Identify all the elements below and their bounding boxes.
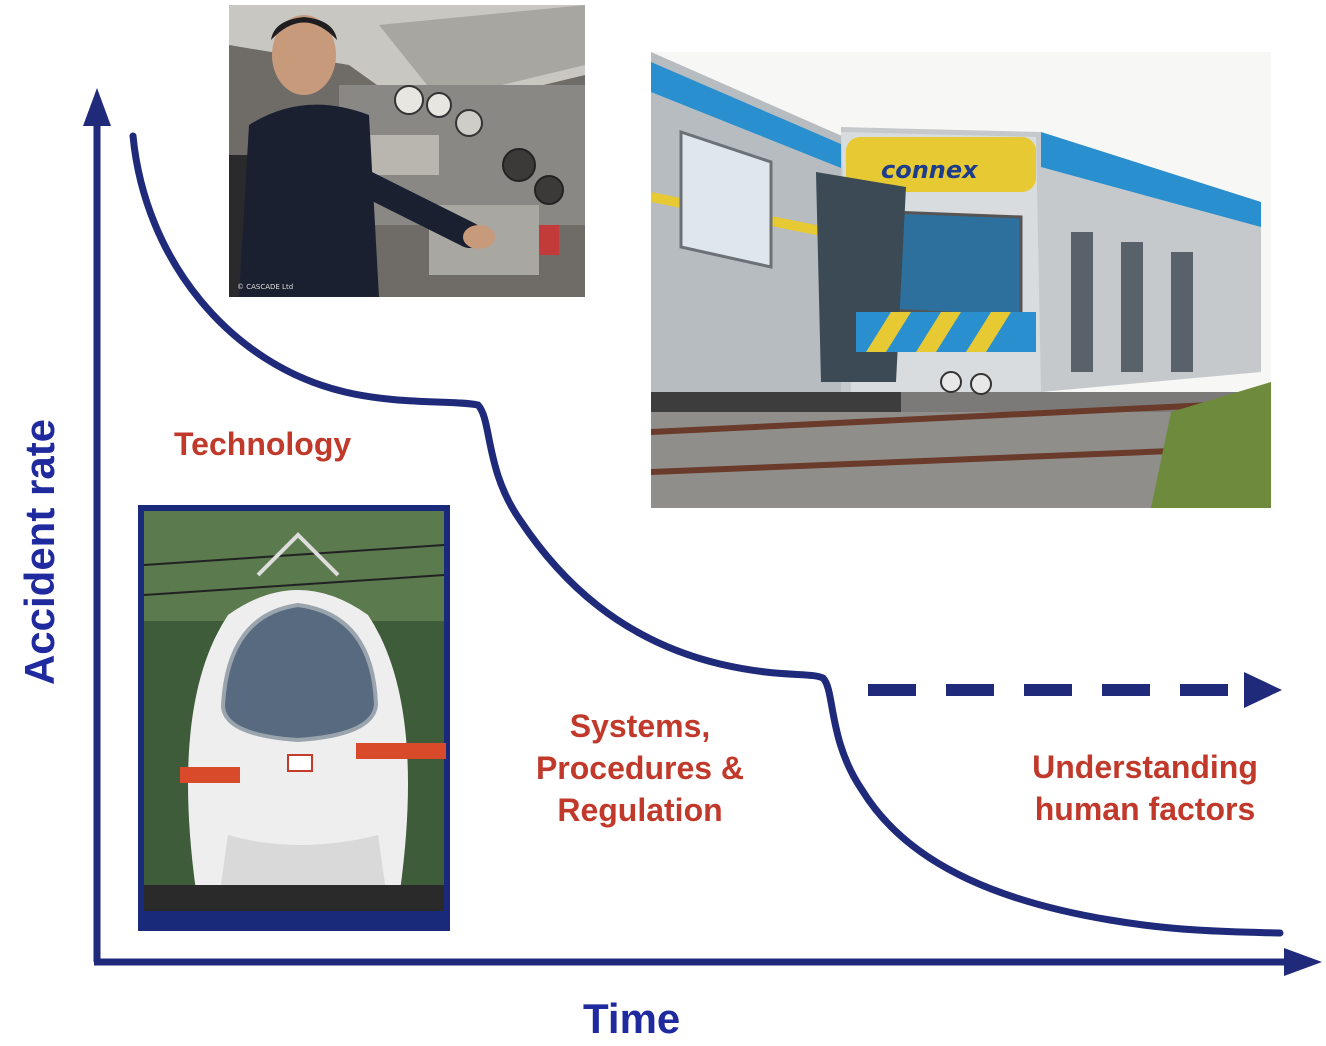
y-axis-title: Accident rate bbox=[16, 418, 63, 686]
phase-label-systems-line1: Systems, bbox=[569, 708, 711, 744]
phase-label-human-line1: Understanding bbox=[1032, 749, 1258, 785]
photo-train-driver-cab: © CASCADE Ltd bbox=[229, 5, 585, 297]
phase-label-systems-line3: Regulation bbox=[557, 792, 723, 828]
phase-label-systems-line2: Procedures & bbox=[535, 750, 745, 786]
phase-label-human-line2: human factors bbox=[1034, 791, 1256, 827]
x-axis-arrowhead bbox=[1284, 948, 1322, 976]
y-axis-arrowhead bbox=[83, 88, 111, 126]
phase-label-technology: Technology bbox=[174, 426, 352, 462]
photo-train-collision: connex bbox=[651, 52, 1271, 508]
connex-logo-text: connex bbox=[881, 156, 979, 184]
photo-high-speed-train bbox=[138, 505, 450, 931]
phase-label-systems: Systems, Procedures & Regulation bbox=[520, 705, 760, 831]
projection-arrowhead bbox=[1244, 672, 1282, 708]
accident-rate-curve bbox=[129, 132, 1284, 937]
x-axis-title: Time bbox=[583, 995, 681, 1042]
cab-photo-credit: © CASCADE Ltd bbox=[237, 283, 294, 291]
phase-label-human-factors: Understanding human factors bbox=[1012, 746, 1278, 830]
